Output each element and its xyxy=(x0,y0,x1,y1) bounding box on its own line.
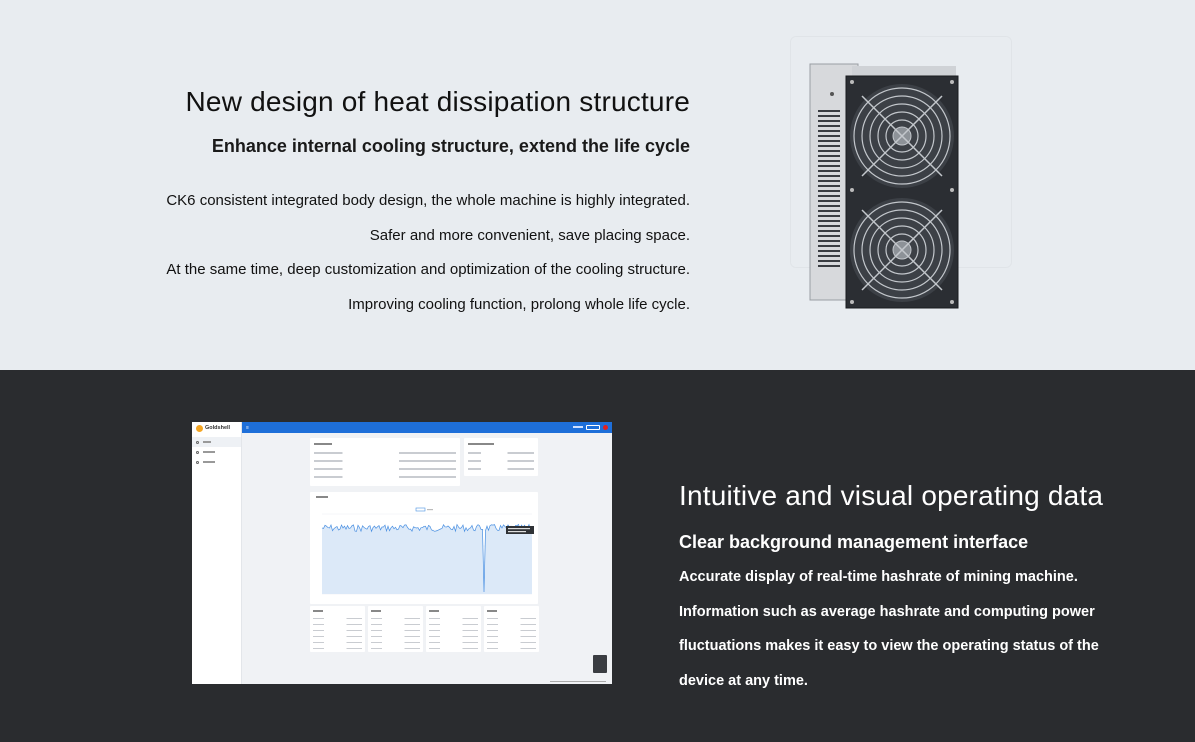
tooltip-text xyxy=(508,528,530,530)
card-title-bar xyxy=(487,610,497,612)
goldshell-logo-icon xyxy=(196,424,203,432)
device-info-card xyxy=(310,438,460,486)
info-row xyxy=(314,460,456,462)
heat-dissipation-section: New design of heat dissipation structure… xyxy=(0,0,1195,370)
heat-line: CK6 consistent integrated body design, t… xyxy=(166,192,690,209)
chip-row xyxy=(429,618,478,620)
floating-action-button[interactable] xyxy=(593,655,607,673)
chip-card xyxy=(368,606,423,652)
dashboard-sidebar: Goldshell xyxy=(192,422,242,684)
dashboard-header: ≡ xyxy=(242,422,612,433)
chip-row xyxy=(313,642,362,644)
operating-data-subtitle: Clear background management interface xyxy=(679,532,1029,552)
chip-row xyxy=(313,630,362,632)
nav-label xyxy=(203,441,211,443)
chip-row xyxy=(371,648,420,650)
status-indicator xyxy=(603,424,608,430)
fan-grill-icon xyxy=(850,84,954,188)
chip-row xyxy=(487,642,536,644)
info-row xyxy=(314,452,456,454)
chip-card xyxy=(426,606,481,652)
chip-row xyxy=(429,624,478,626)
goldshell-logo: Goldshell xyxy=(192,422,241,434)
operating-line: Information such as average hashrate and… xyxy=(679,603,1095,620)
chip-row xyxy=(487,648,536,650)
header-status xyxy=(573,426,583,428)
operating-data-description: Accurate display of real-time hashrate o… xyxy=(679,560,1179,698)
nav-label xyxy=(203,451,215,453)
operating-data-title: Intuitive and visual operating data xyxy=(679,480,1104,511)
card-title-bar xyxy=(371,610,381,612)
header-button[interactable] xyxy=(586,424,600,430)
chip-row xyxy=(371,624,420,626)
dashboard-nav-item[interactable] xyxy=(192,437,241,447)
info-row xyxy=(468,452,534,454)
heat-dissipation-subtitle: Enhance internal cooling structure, exte… xyxy=(211,136,690,156)
info-row xyxy=(468,460,534,462)
miner-device-illustration xyxy=(809,63,959,309)
chip-row xyxy=(371,630,420,632)
chip-row xyxy=(429,642,478,644)
chip-row xyxy=(429,630,478,632)
card-title-bar xyxy=(313,610,323,612)
operating-line: fluctuations makes it easy to view the o… xyxy=(679,638,1099,654)
info-row xyxy=(314,476,456,478)
info-row xyxy=(468,468,534,470)
info-icon xyxy=(196,460,199,464)
gear-icon xyxy=(196,450,199,454)
hashrate-chart-card xyxy=(310,492,538,604)
dashboard-header-actions xyxy=(573,424,608,430)
operating-data-section: Goldshell ≡ xyxy=(0,370,1195,742)
card-title-bar xyxy=(468,443,494,445)
chart-legend-box xyxy=(415,507,426,512)
chip-row xyxy=(371,642,420,644)
nav-label xyxy=(203,461,215,463)
vent-slots xyxy=(818,110,840,267)
chip-card xyxy=(310,606,365,652)
chart-title-bar xyxy=(316,496,328,498)
home-icon xyxy=(196,440,199,444)
heat-dissipation-description: CK6 consistent integrated body design, t… xyxy=(100,184,690,322)
chip-card xyxy=(484,606,539,652)
dashboard-nav-item[interactable] xyxy=(192,457,241,467)
chip-row xyxy=(313,648,362,650)
info-row xyxy=(314,468,456,470)
chip-row xyxy=(313,624,362,626)
operating-data-text: Intuitive and visual operating data Clea… xyxy=(679,478,1179,698)
heat-line: At the same time, deep customization and… xyxy=(166,261,690,278)
model-info-card xyxy=(464,438,538,476)
card-title-bar xyxy=(429,610,439,612)
chip-row xyxy=(429,636,478,638)
dashboard-nav xyxy=(192,437,241,467)
chip-row xyxy=(371,618,420,620)
heat-dissipation-title: New design of heat dissipation structure xyxy=(185,86,690,117)
heat-line: Improving cooling function, prolong whol… xyxy=(348,295,690,313)
chip-row xyxy=(487,624,536,626)
dashboard-footer xyxy=(550,680,606,682)
dashboard-screenshot: Goldshell ≡ xyxy=(192,422,612,684)
card-title-bar xyxy=(314,443,332,445)
chip-row xyxy=(313,636,362,638)
chip-row xyxy=(487,630,536,632)
heat-dissipation-text: New design of heat dissipation structure… xyxy=(100,84,690,322)
chip-row xyxy=(487,636,536,638)
dashboard-nav-item[interactable] xyxy=(192,447,241,457)
operating-line: device at any time. xyxy=(679,672,808,689)
menu-icon[interactable]: ≡ xyxy=(246,425,249,431)
heat-line: Safer and more convenient, save placing … xyxy=(369,226,690,244)
goldshell-logo-text: Goldshell xyxy=(205,425,231,431)
hashrate-line xyxy=(321,523,533,593)
chip-row xyxy=(429,648,478,650)
operating-line: Accurate display of real-time hashrate o… xyxy=(679,569,1078,585)
chart-legend-label xyxy=(427,509,433,511)
chip-row xyxy=(313,618,362,620)
tooltip-text xyxy=(508,531,526,533)
fan-grill-icon xyxy=(850,198,954,302)
hashrate-area xyxy=(322,524,532,594)
chip-row xyxy=(371,636,420,638)
chart-tooltip xyxy=(506,526,534,534)
hashrate-chart xyxy=(316,496,534,595)
chip-row xyxy=(487,618,536,620)
